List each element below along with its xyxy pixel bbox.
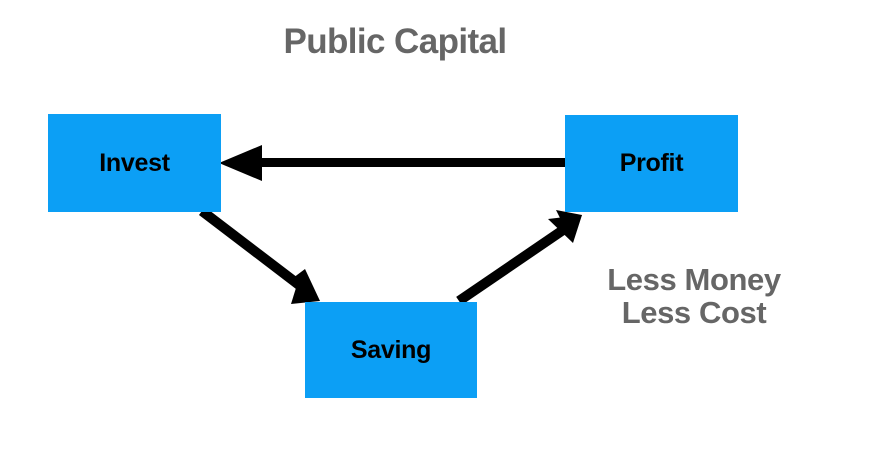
- node-invest[interactable]: Invest: [48, 114, 221, 212]
- page-title: Public Capital: [283, 22, 507, 61]
- arrow-invest-to-saving: [198, 207, 320, 304]
- arrow-head-fill: [291, 275, 320, 304]
- node-saving-label: Saving: [350, 335, 432, 364]
- annotation-line-1: Less Money: [607, 262, 781, 297]
- node-profit-label: Profit: [619, 149, 684, 177]
- annotation-line-2: Less Cost: [621, 294, 767, 330]
- node-saving[interactable]: Saving: [305, 302, 477, 398]
- arrow-shaft: [456, 223, 569, 306]
- arrow-profit-to-invest: [219, 145, 565, 181]
- arrow-shaft: [198, 207, 307, 292]
- arrow-head: [219, 145, 262, 181]
- arrow-saving-to-profit: [456, 210, 582, 306]
- arrow-head-fill: [556, 210, 582, 238]
- node-invest-label: Invest: [99, 148, 170, 177]
- annotation-less-money-less-cost: Less Money Less Cost: [560, 262, 828, 330]
- node-profit[interactable]: Profit: [565, 115, 738, 212]
